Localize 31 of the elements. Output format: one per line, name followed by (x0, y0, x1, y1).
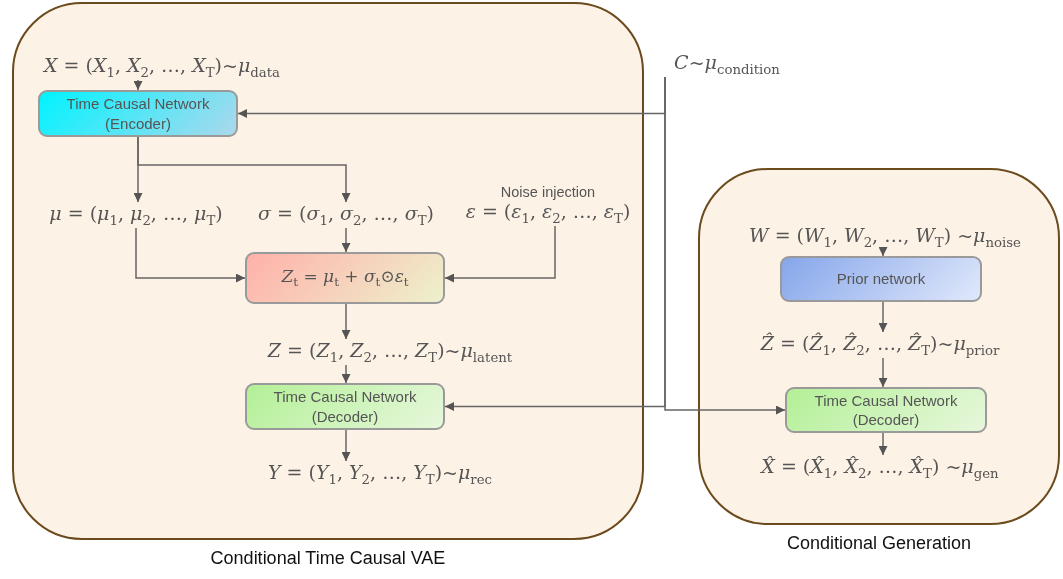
arrow (341, 364, 351, 384)
arrow (444, 225, 556, 283)
arrow (137, 136, 351, 203)
formula-label: Y = (Y$_{1}$, Y$_{2}$, …, Y$_{T}$)~μ$_{rec}$ (267, 461, 493, 487)
formula-label: μ = (μ$_{1}$, μ$_{2}$, …, μ$_{T}$) (49, 202, 223, 228)
formula-label: σ = (σ$_{1}$, σ$_{2}$, …, σ$_{T}$) (258, 202, 434, 228)
process-box: Prior network (780, 256, 982, 302)
panel-title: Conditional Time Causal VAE (209, 548, 447, 569)
formula-label: C~μ$_{condition}$ (674, 51, 780, 77)
process-box: Time Causal Network (Decoder) (785, 387, 987, 433)
arrow (878, 247, 888, 257)
formula-label: W = (W$_{1}$, W$_{2}$, …, W$_{T}$) ~μ$_{noise}$ (749, 224, 1021, 250)
arrow (664, 76, 786, 415)
formula-label: ε = (ε$_{1}$, ε$_{2}$, …, ε$_{T}$) (465, 200, 631, 226)
formula-label: X̂ = (X̂$_{1}$, X̂$_{2}$, …, X̂$_{T}$) ~μ$_{gen}$ (761, 455, 999, 481)
arrow (135, 227, 246, 283)
arrow (878, 432, 888, 456)
process-box: Time Causal Network (Encoder) (38, 90, 238, 137)
formula-label: X = (X$_{1}$, X$_{2}$, …, X$_{T}$)~μ$_{data}$ (44, 54, 280, 80)
annotation-label: Noise injection (499, 184, 597, 201)
arrow (341, 429, 351, 462)
arrow (133, 79, 143, 91)
arrow (878, 301, 888, 333)
arrow (878, 357, 888, 388)
formula-label: Ẑ = (Ẑ$_{1}$, Ẑ$_{2}$, …, Ẑ$_{T}$)~μ$_{prior}$ (760, 332, 1000, 358)
formula-label: Z = (Z$_{1}$, Z$_{2}$, …, Z$_{T}$)~μ$_{latent}$ (267, 339, 513, 365)
arrow (341, 303, 351, 340)
panel-title: Conditional Generation (785, 533, 973, 554)
arrow (341, 227, 351, 253)
process-box: Time Causal Network (Decoder) (245, 383, 445, 430)
process-box: Z$_{t}$ = μ$_{t}$ + σ$_{t}$⊙ε$_{t}$ (245, 252, 445, 304)
